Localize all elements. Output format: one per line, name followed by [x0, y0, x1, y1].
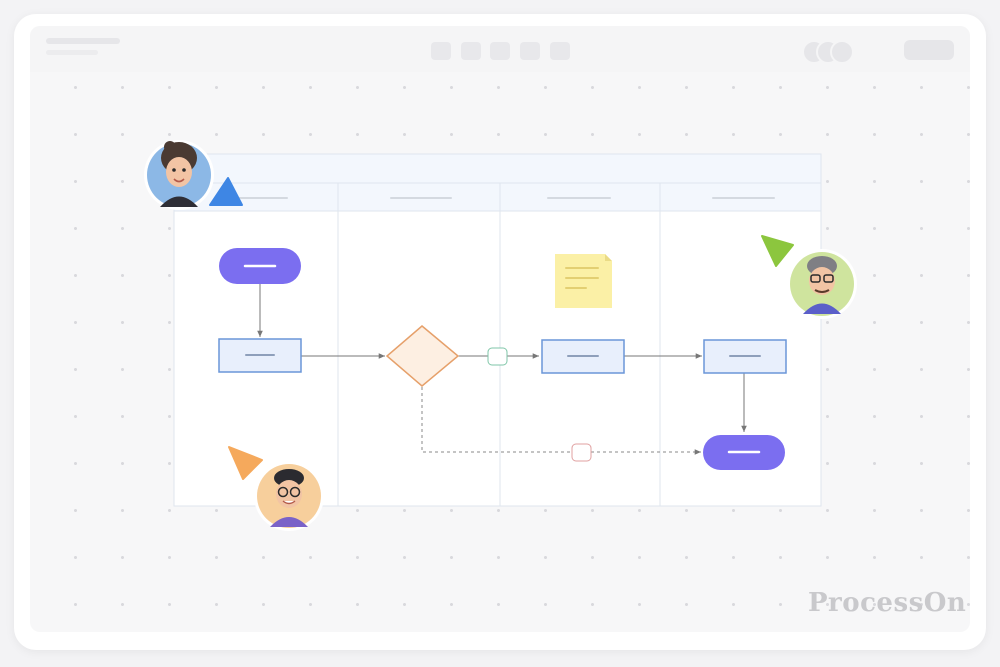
file-subtitle-placeholder	[46, 50, 98, 55]
connector-label-chip[interactable]	[487, 347, 508, 366]
tool-button-2[interactable]	[461, 42, 481, 60]
pool-header[interactable]	[173, 153, 822, 184]
connector-label-chip[interactable]	[571, 443, 592, 462]
file-title-placeholder	[46, 38, 120, 44]
tool-button-1[interactable]	[431, 42, 451, 60]
top-toolbar	[30, 26, 970, 72]
collaborator-avatar[interactable]	[144, 140, 214, 210]
tool-button-4[interactable]	[520, 42, 540, 60]
decision-diamond[interactable]	[385, 325, 460, 387]
cursor-orange-icon	[228, 446, 263, 480]
collaborator-avatar[interactable]	[787, 249, 857, 319]
sticky-note[interactable]	[555, 254, 612, 308]
tool-button-5[interactable]	[550, 42, 570, 60]
collaborator-avatar[interactable]	[254, 461, 324, 531]
brand-logo: ProcessOn	[808, 588, 967, 618]
online-user-avatar[interactable]	[830, 40, 854, 64]
share-button[interactable]	[904, 40, 954, 60]
cursor-blue-icon	[209, 177, 243, 206]
tool-button-3[interactable]	[490, 42, 510, 60]
cursor-green-icon	[761, 235, 794, 267]
